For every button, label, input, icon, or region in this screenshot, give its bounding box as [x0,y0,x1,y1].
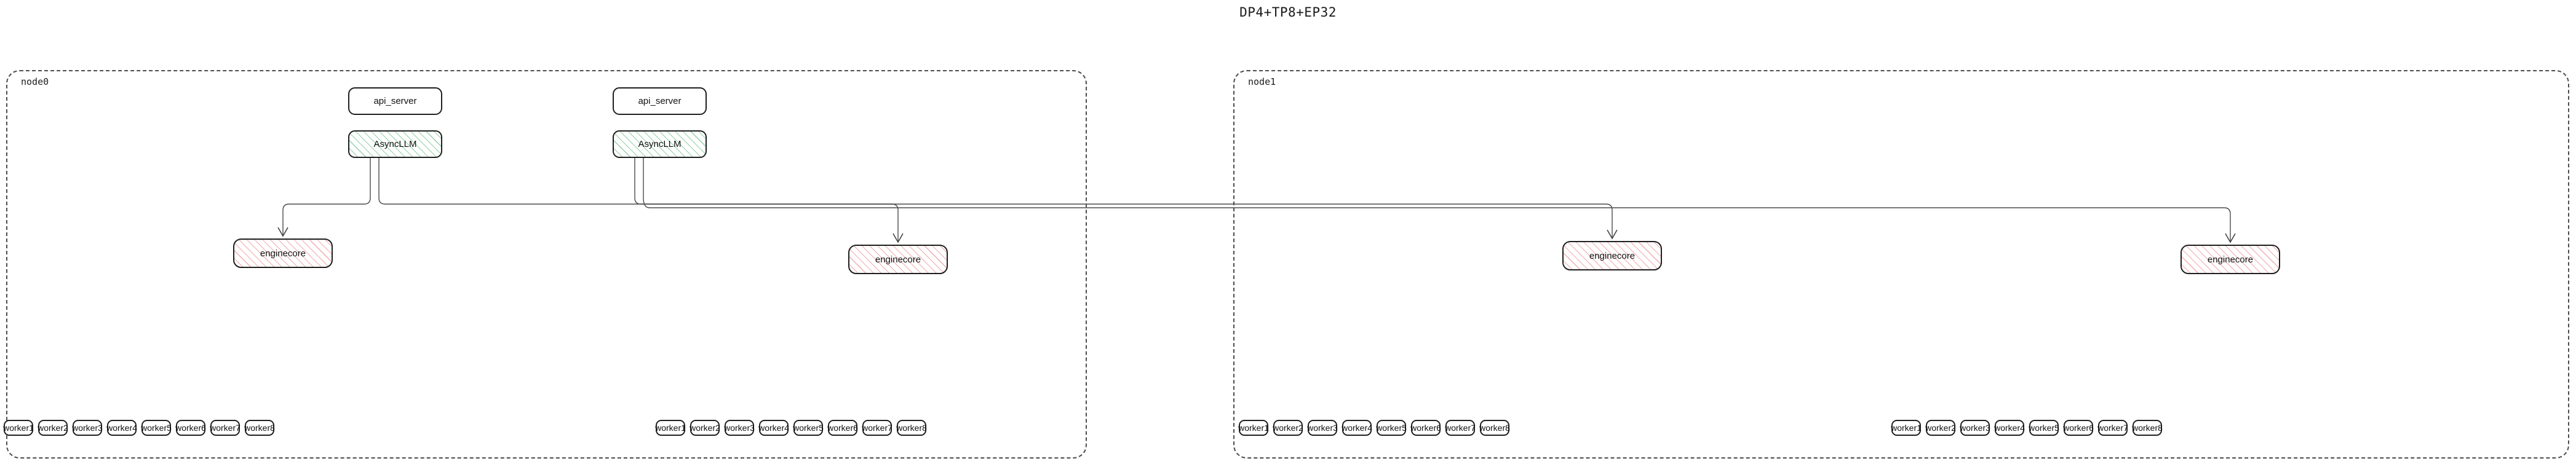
worker-label: worker4 [1994,423,2025,433]
worker-box[interactable]: worker2 [690,420,720,436]
worker-box[interactable]: worker4 [1342,420,1372,436]
worker-label: worker6 [1410,423,1441,433]
worker-label: worker8 [244,423,275,433]
asyncllm-box-0[interactable]: AsyncLLM [348,130,442,158]
enginecore-box-2-label: enginecore [1589,250,1636,261]
worker-box[interactable]: worker8 [1479,420,1510,436]
worker-label: worker4 [106,423,137,433]
enginecore-box-2[interactable]: enginecore [1562,241,1662,270]
enginecore-box-1[interactable]: enginecore [848,245,948,274]
worker-box[interactable]: worker8 [896,420,927,436]
enginecore-box-0-label: enginecore [260,248,306,259]
worker-label: worker8 [896,423,927,433]
worker-label: worker2 [1273,423,1303,433]
worker-box[interactable]: worker2 [1925,420,1956,436]
node-cluster-node0: node0 [6,70,1087,459]
worker-box[interactable]: worker3 [724,420,755,436]
worker-box[interactable]: worker6 [2063,420,2094,436]
worker-label: worker2 [1925,423,1956,433]
worker-label: worker3 [1307,423,1338,433]
worker-label: worker8 [2132,423,2163,433]
worker-label: worker3 [724,423,755,433]
enginecore-box-0[interactable]: enginecore [233,238,333,268]
worker-box[interactable]: worker1 [3,420,34,436]
node-label-node1: node1 [1248,76,1276,87]
worker-label: worker1 [1238,423,1269,433]
api-server-box-0[interactable]: api_server [348,87,442,115]
worker-box[interactable]: worker5 [2029,420,2059,436]
worker-label: worker5 [793,423,824,433]
worker-label: worker5 [1376,423,1407,433]
worker-box[interactable]: worker7 [2097,420,2128,436]
api-server-box-1[interactable]: api_server [613,87,707,115]
asyncllm-box-1[interactable]: AsyncLLM [613,130,707,158]
asyncllm-box-1-label: AsyncLLM [638,139,682,149]
worker-label: worker3 [72,423,103,433]
worker-label: worker7 [1445,423,1476,433]
enginecore-box-1-label: enginecore [875,254,921,265]
page-title: DP4+TP8+EP32 [1239,5,1337,20]
worker-label: worker5 [141,423,172,433]
worker-box[interactable]: worker6 [827,420,858,436]
enginecore-box-3[interactable]: enginecore [2180,245,2280,274]
api-server-box-1-label: api_server [638,96,682,106]
worker-label: worker7 [862,423,892,433]
worker-box[interactable]: worker2 [1273,420,1303,436]
api-server-box-0-label: api_server [373,96,417,106]
worker-label: worker2 [690,423,720,433]
worker-box[interactable]: worker3 [72,420,103,436]
worker-box[interactable]: worker1 [1238,420,1269,436]
worker-box[interactable]: worker5 [141,420,172,436]
worker-box[interactable]: worker4 [758,420,789,436]
worker-label: worker1 [3,423,34,433]
worker-box[interactable]: worker5 [1376,420,1407,436]
worker-label: worker2 [38,423,68,433]
worker-box[interactable]: worker4 [1994,420,2025,436]
worker-box[interactable]: worker6 [175,420,206,436]
worker-box[interactable]: worker7 [210,420,241,436]
worker-box[interactable]: worker3 [1307,420,1338,436]
worker-label: worker1 [655,423,686,433]
worker-label: worker1 [1891,423,1922,433]
worker-label: worker8 [1479,423,1510,433]
worker-box[interactable]: worker7 [862,420,892,436]
worker-label: worker6 [2063,423,2094,433]
node-cluster-node1: node1 [1233,70,2569,459]
asyncllm-box-0-label: AsyncLLM [373,139,417,149]
worker-label: worker6 [827,423,858,433]
worker-box[interactable]: worker1 [1891,420,1922,436]
worker-box[interactable]: worker3 [1960,420,1990,436]
worker-label: worker3 [1960,423,1990,433]
worker-box[interactable]: worker1 [655,420,686,436]
worker-label: worker4 [1342,423,1372,433]
worker-box[interactable]: worker8 [244,420,275,436]
node-label-node0: node0 [21,76,49,87]
worker-label: worker7 [2097,423,2128,433]
enginecore-box-3-label: enginecore [2207,254,2254,265]
worker-box[interactable]: worker5 [793,420,824,436]
worker-label: worker6 [175,423,206,433]
worker-label: worker7 [210,423,241,433]
worker-box[interactable]: worker7 [1445,420,1476,436]
worker-box[interactable]: worker8 [2132,420,2163,436]
worker-box[interactable]: worker2 [38,420,68,436]
worker-label: worker5 [2029,423,2059,433]
worker-box[interactable]: worker6 [1410,420,1441,436]
worker-box[interactable]: worker4 [106,420,137,436]
worker-label: worker4 [758,423,789,433]
